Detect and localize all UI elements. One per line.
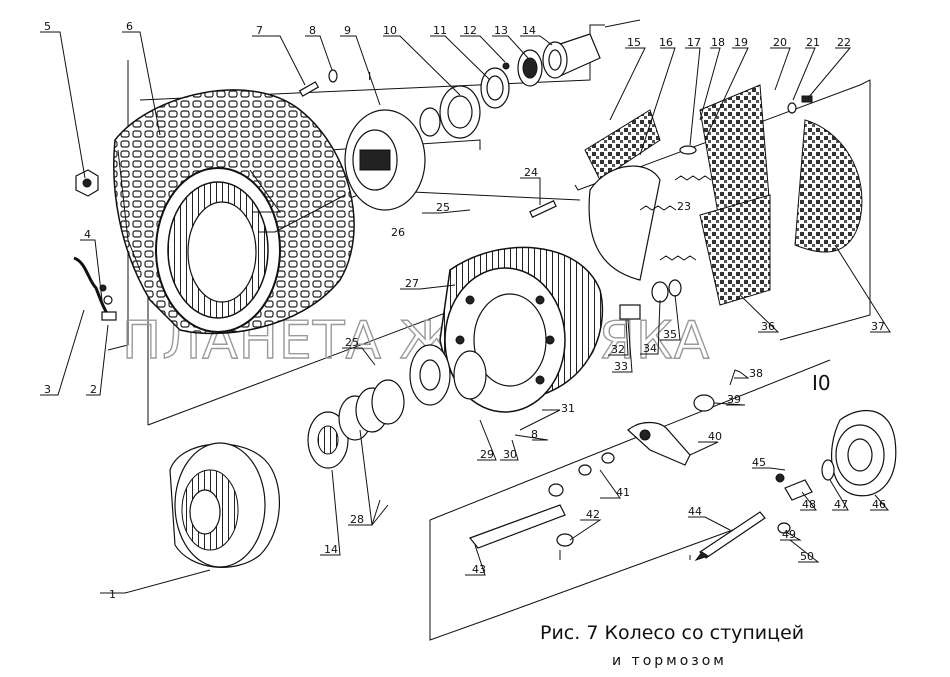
- callout-26: 26: [391, 226, 405, 239]
- hub-cap: [344, 107, 441, 211]
- section-mark: I: [368, 70, 371, 83]
- callout-28: 28: [350, 513, 364, 526]
- callout-25-lower: 25: [345, 336, 359, 349]
- lower-bearings: [307, 344, 487, 469]
- caption-line-1: Рис. 7 Колесо со ступицей: [540, 622, 804, 644]
- callout-48: 48: [802, 498, 816, 511]
- callout-37: 37: [871, 320, 885, 333]
- leader-lines: [40, 31, 891, 594]
- callout-23: 23: [677, 200, 691, 213]
- callout-20: 20: [773, 36, 787, 49]
- callout-43: 43: [472, 563, 486, 576]
- callout-14-lower: 14: [324, 543, 338, 556]
- callout-8-lower: 8: [531, 428, 538, 441]
- figure-label: I0: [812, 371, 831, 395]
- wheel-hub: [169, 442, 281, 568]
- frame-lines: [107, 19, 871, 641]
- callout-24: 24: [524, 166, 538, 179]
- valve-stem: [73, 256, 117, 321]
- callout-6: 6: [126, 20, 133, 33]
- callout-32: 32: [611, 343, 625, 356]
- callout-39: 39: [727, 393, 741, 406]
- callout-9: 9: [344, 24, 351, 37]
- chamber-housing: [821, 409, 897, 497]
- callout-7: 7: [256, 24, 263, 37]
- callout-19: 19: [734, 36, 748, 49]
- caption-line-2: и тормозом: [612, 653, 727, 669]
- callout-1: 1: [109, 588, 116, 601]
- callout-44: 44: [688, 505, 702, 518]
- callout-3: 3: [44, 383, 51, 396]
- callout-16: 16: [659, 36, 673, 49]
- callout-12: 12: [463, 24, 477, 37]
- callout-45: 45: [752, 456, 766, 469]
- callout-2: 2: [90, 383, 97, 396]
- callout-31: 31: [561, 402, 575, 415]
- callout-30: 30: [503, 448, 517, 461]
- callout-40: 40: [708, 430, 722, 443]
- callout-34: 34: [643, 342, 657, 355]
- callout-13: 13: [494, 24, 508, 37]
- callout-25: 25: [436, 201, 450, 214]
- callout-41: 41: [616, 486, 630, 499]
- callout-46: 46: [872, 498, 886, 511]
- adjuster-screw: [694, 473, 813, 561]
- backing-plate: [794, 119, 863, 253]
- callout-42: 42: [586, 508, 600, 521]
- callout-15: 15: [627, 36, 641, 49]
- callout-35: 35: [663, 328, 677, 341]
- callout-22: 22: [837, 36, 851, 49]
- expander: [619, 279, 682, 320]
- callout-38: 38: [749, 367, 763, 380]
- camshaft: [469, 452, 615, 549]
- callout-labels: 1 2 3 4 5 6 7 8 9 10 11 12 13 14 15 16 1…: [44, 20, 886, 601]
- bolt-24: [529, 199, 557, 219]
- callout-36: 36: [761, 320, 775, 333]
- callout-21: 21: [806, 36, 820, 49]
- callout-33: 33: [614, 360, 628, 373]
- callout-11: 11: [433, 24, 447, 37]
- callout-49: 49: [782, 528, 796, 541]
- callout-4: 4: [84, 228, 91, 241]
- tyre: [113, 89, 355, 335]
- seal-set: [439, 33, 601, 139]
- callout-5: 5: [44, 20, 51, 33]
- callout-17: 17: [687, 36, 701, 49]
- callout-47: 47: [834, 498, 848, 511]
- wheel-nut: [75, 169, 99, 197]
- bolt-7: [298, 69, 338, 97]
- brake-shoes: [584, 84, 771, 306]
- callout-8: 8: [309, 24, 316, 37]
- lever: [627, 421, 691, 466]
- callout-50: 50: [800, 550, 814, 563]
- callout-27: 27: [405, 277, 419, 290]
- callout-18: 18: [711, 36, 725, 49]
- callout-29: 29: [480, 448, 494, 461]
- callout-10: 10: [383, 24, 397, 37]
- small-parts-20-22: [787, 95, 813, 114]
- callout-14: 14: [522, 24, 536, 37]
